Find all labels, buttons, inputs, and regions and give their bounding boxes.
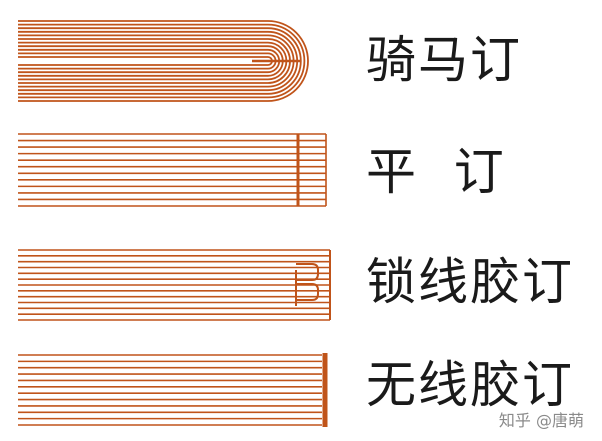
sewn-perfect-diagram (18, 249, 331, 321)
folded-sheet (18, 27, 302, 95)
sewing-thread (296, 263, 319, 281)
sewing-thread (296, 283, 319, 301)
side-stitch-label: 平 订 (366, 143, 506, 201)
watermark: 知乎 @唐萌 (498, 411, 584, 430)
folded-sheet (18, 56, 273, 66)
perfect-binding-lines (18, 353, 328, 427)
sewn-perfect-lines (18, 249, 331, 321)
perfect-binding-label: 无线胶订 (366, 356, 574, 414)
saddle-stitch-diagram (18, 20, 309, 102)
saddle-stitch-label: 骑马订 (366, 31, 522, 89)
saddle-stitch-lines (18, 20, 309, 102)
binding-row-side-stitch: 平 订 (0, 120, 602, 220)
folded-sheet (18, 23, 306, 99)
binding-row-sewn-perfect: 锁线胶订 (0, 240, 602, 330)
folded-sheet (18, 20, 309, 102)
side-stitch-diagram (18, 133, 327, 207)
folded-sheet (18, 52, 277, 70)
folded-sheet (18, 41, 288, 81)
perfect-binding-diagram (18, 353, 328, 427)
binding-row-perfect: 无线胶订 (0, 345, 602, 435)
sewn-perfect-label: 锁线胶订 (366, 253, 574, 311)
binding-row-saddle-stitch: 骑马订 (0, 0, 602, 110)
side-stitch-lines (18, 133, 327, 207)
